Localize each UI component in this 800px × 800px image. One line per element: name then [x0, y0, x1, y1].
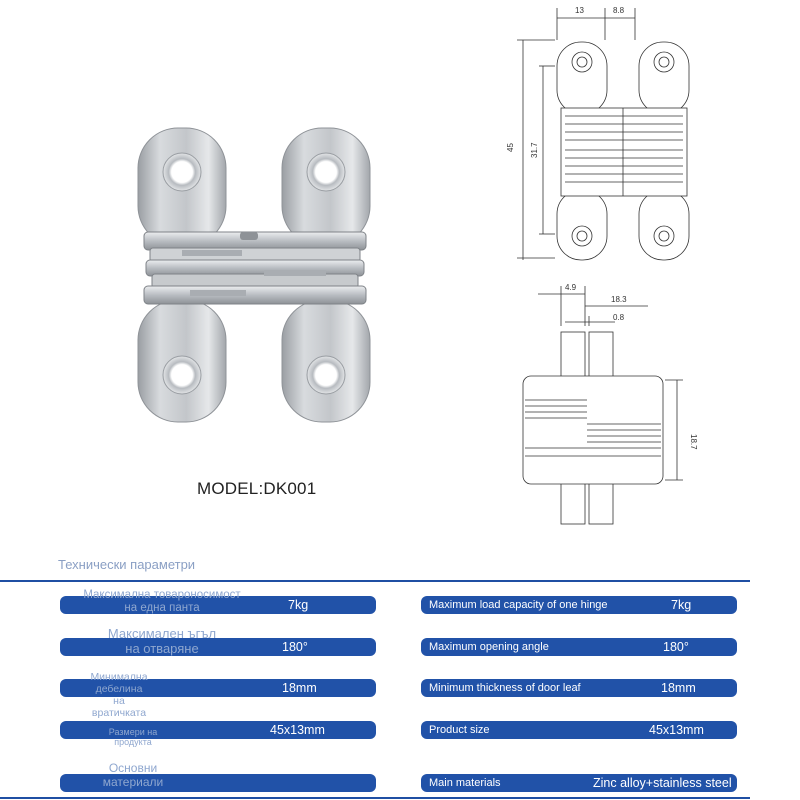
- param-label: Maximum load capacity of one hinge: [429, 599, 608, 611]
- param-row-en-size: Product size 45x13mm: [421, 721, 737, 739]
- dim-18-3: 18.3: [611, 295, 627, 304]
- param-value: 18mm: [661, 681, 696, 695]
- param-label: Minimum thickness of door leaf: [429, 682, 581, 694]
- model-label: MODEL:DK001: [197, 479, 317, 498]
- param-value: 180°: [282, 640, 308, 654]
- param-value: 7kg: [288, 598, 309, 612]
- param-value: 18mm: [282, 681, 317, 695]
- dim-0-8: 0.8: [613, 313, 625, 322]
- param-value: Zinc alloy+stainless steel: [593, 776, 732, 790]
- dim-width-2: 8.8: [613, 6, 625, 15]
- param-row-bg-size: 45x13mm: [60, 721, 376, 739]
- param-row-bg-thickness: 18mm: [60, 679, 376, 697]
- param-row-bg-angle: 180°: [60, 638, 376, 656]
- param-value: 45x13mm: [270, 723, 325, 737]
- dim-4-9: 4.9: [565, 283, 577, 292]
- param-row-en-thickness: Minimum thickness of door leaf 18mm: [421, 679, 737, 697]
- param-value: 7kg: [671, 598, 692, 612]
- param-value: 45x13mm: [649, 723, 704, 737]
- hinge-side-drawing: 4.9 18.3 0.8 18.7: [522, 283, 698, 525]
- dim-width-1: 13: [575, 6, 584, 15]
- param-label: Product size: [429, 724, 490, 736]
- hinge-product-photo: [137, 127, 371, 423]
- param-label: Main materials: [429, 777, 501, 789]
- param-row-bg-materials: [60, 774, 376, 792]
- param-value: 180°: [663, 640, 689, 654]
- section-divider-bottom: [0, 797, 750, 799]
- param-row-en-angle: Maximum opening angle 180°: [421, 638, 737, 656]
- param-row-bg-load: 7kg: [60, 596, 376, 614]
- dim-height-total: 45: [506, 143, 515, 152]
- hinge-front-drawing: 13 8.8 45 31.7: [506, 6, 690, 261]
- section-title: Технически параметри: [58, 557, 196, 572]
- param-row-en-materials: Main materials Zinc alloy+stainless stee…: [421, 774, 737, 792]
- dim-18-7: 18.7: [689, 434, 698, 450]
- dim-height-inner: 31.7: [530, 142, 539, 158]
- param-label: Maximum opening angle: [429, 641, 549, 653]
- section-divider-top: [0, 580, 750, 582]
- param-row-en-load: Maximum load capacity of one hinge 7kg: [421, 596, 737, 614]
